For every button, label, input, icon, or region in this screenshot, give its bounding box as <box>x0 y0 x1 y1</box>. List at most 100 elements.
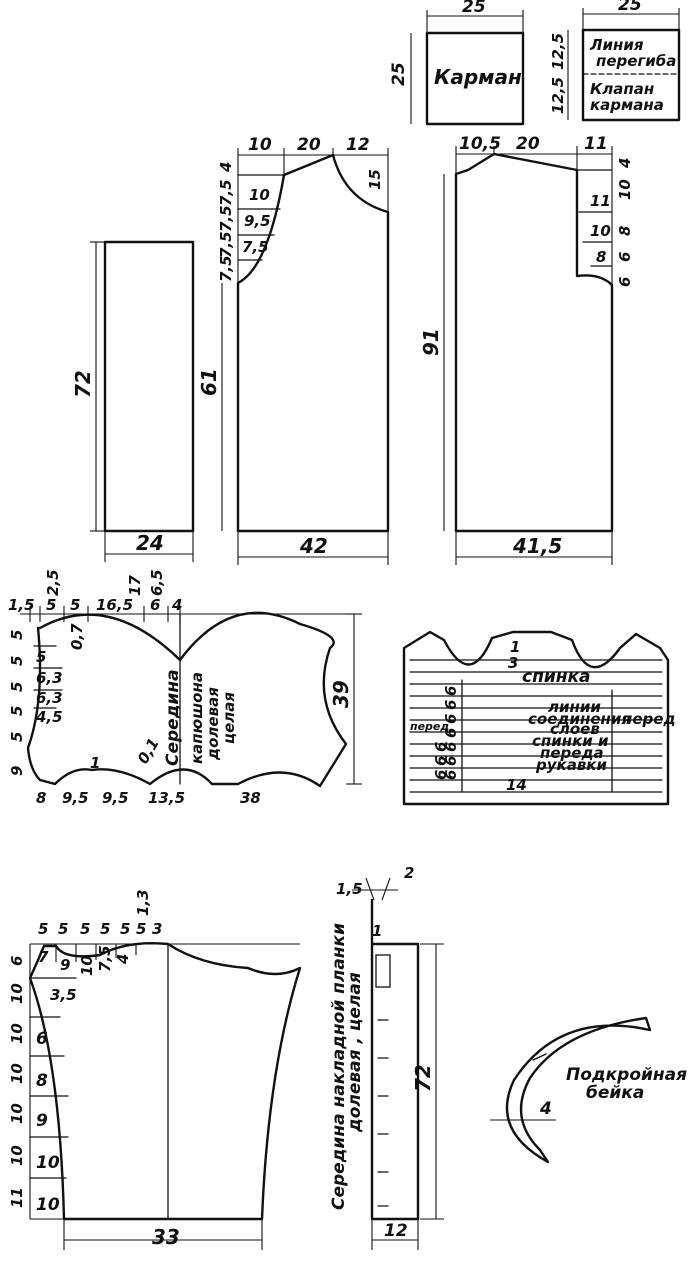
strip-height: 72 <box>71 370 95 398</box>
back-height: 61 <box>197 368 221 396</box>
back-10: 10 <box>249 186 270 204</box>
hood-height: 39 <box>329 680 353 708</box>
layout-col-8: 6 <box>432 756 450 766</box>
front-r4: 4 <box>616 158 634 169</box>
sleeve-width: 33 <box>152 1225 180 1249</box>
hood-16-5: 16,5 <box>96 596 133 614</box>
facing-label-2: бейка <box>586 1083 644 1103</box>
placket-label-1: Середина накладной планки <box>329 923 349 1210</box>
front-r6a: 6 <box>616 252 634 262</box>
layout-col-1: 6 <box>442 700 460 710</box>
layout-join-1: линии <box>548 698 601 716</box>
hood-in-6-3-b: 6,3 <box>36 689 63 707</box>
hood-center-label-3: долевая <box>204 687 222 761</box>
facing-piece: Подкройная бейка 4 <box>490 1016 687 1164</box>
placket-piece: 1,5 2 1 72 12 Середина накладной планки … <box>329 864 444 1250</box>
hood-bottom-9-5-a: 9,5 <box>62 789 89 807</box>
hood-left-4: 5 <box>8 706 26 716</box>
hood-piece: Середина капюшона долевая целая 1,5 5 5 … <box>8 569 362 807</box>
sl-top-2: 5 <box>80 920 90 938</box>
placket-label-2: долевая , целая <box>345 972 365 1133</box>
hood-0-1: 0,1 <box>134 735 163 767</box>
sl-cell-2: 9 <box>36 1111 48 1131</box>
flap-label-2: кармана <box>590 96 664 114</box>
sl-3-5: 3,5 <box>50 986 77 1004</box>
sl-top-4: 5 <box>120 920 130 938</box>
layout-outline <box>402 630 670 806</box>
layout-col-2: 6 <box>442 714 460 724</box>
hood-0-7: 0,7 <box>68 623 86 650</box>
sleeve-outline <box>28 941 302 1221</box>
sl-in-0: 7 <box>38 948 49 966</box>
sl-left-3: 10 <box>8 1063 26 1084</box>
layout-join-2: соединения <box>528 710 631 728</box>
hood-2-5: 2,5 <box>44 569 62 596</box>
hood-5-a: 5 <box>46 596 56 614</box>
sleeve-top-dims: 5 5 5 5 5 5 3 1,3 <box>38 889 162 962</box>
hood-left-5: 5 <box>8 732 26 742</box>
sl-in-1: 9 <box>60 956 70 974</box>
back-width: 42 <box>299 534 328 558</box>
flap-label-1: Клапан <box>590 80 654 98</box>
sleeve-piece: 5 5 5 5 5 5 3 1,3 7 9 10 7,5 4 6 10 10 1… <box>8 889 302 1250</box>
sl-left-0: 6 <box>8 956 26 966</box>
back-7-5-d: 7,5 <box>217 255 235 282</box>
sl-cell-1: 8 <box>36 1071 48 1091</box>
back-top-mid: 20 <box>297 135 321 155</box>
flap-width: 25 <box>618 0 642 15</box>
layout-column-6s: 6 6 6 6 6 6 6 6 6 6 <box>432 686 460 780</box>
hood-in-6-3-a: 6,3 <box>36 669 63 687</box>
sl-top-6: 3 <box>152 920 162 938</box>
hood-bottom-9-5-b: 9,5 <box>102 789 129 807</box>
sl-in-3: 7,5 <box>96 945 114 972</box>
layout-front-small: перед <box>410 720 449 733</box>
placket-width: 12 <box>384 1221 408 1241</box>
layout-col-7: 6 <box>432 770 450 780</box>
hood-bottom-8: 8 <box>36 789 46 807</box>
front-r8: 8 <box>616 226 634 236</box>
front-outline <box>454 152 614 533</box>
back-7-5-b: 7,5 <box>217 205 235 232</box>
back-7-5: 7,5 <box>242 238 269 256</box>
sl-cell-0: 6 <box>36 1029 48 1049</box>
front-top-mid: 20 <box>516 134 540 154</box>
fold-line-label-1: Линия <box>589 36 644 54</box>
sleeve-cell-dims: 6 8 9 10 10 <box>36 1029 60 1215</box>
pocket-label: Карман <box>434 65 522 89</box>
hood-left-6: 9 <box>8 766 26 776</box>
pocket-piece: Карман 25 25 <box>389 0 525 126</box>
placket-2: 2 <box>404 864 414 882</box>
sl-in-2: 10 <box>78 955 96 976</box>
layout-front-label: перед <box>622 710 676 728</box>
facing-width: 4 <box>539 1099 552 1119</box>
back-top-left: 10 <box>248 135 272 155</box>
back-4: 4 <box>217 162 235 173</box>
strip-outline <box>103 240 195 533</box>
sl-top-3: 5 <box>100 920 110 938</box>
layout-join-6: рукавки <box>535 756 607 774</box>
hood-center-label-2: капюшона <box>188 672 206 764</box>
sl-cell-4: 10 <box>36 1195 60 1215</box>
front-piece: 10,5 20 11 11 10 8 4 10 8 6 6 91 41,5 <box>419 134 634 565</box>
front-10: 10 <box>590 222 611 240</box>
layout-col-4: 6 <box>442 742 460 752</box>
fold-line-label-2: перегиба <box>596 52 676 70</box>
facing-seam <box>532 1053 547 1061</box>
front-top-left: 10,5 <box>459 134 501 154</box>
sl-left-4: 10 <box>8 1103 26 1124</box>
hood-center-label-4: целая <box>220 692 238 744</box>
front-height: 91 <box>419 328 443 356</box>
layout-col-9: 6 <box>432 742 450 752</box>
hood-5-b: 5 <box>70 596 80 614</box>
placket-1-5: 1,5 <box>336 880 363 898</box>
back-9-5: 9,5 <box>244 212 271 230</box>
placket-outline <box>370 942 420 1221</box>
layout-join-3: слоев <box>550 720 600 738</box>
hood-bottom-13-5: 13,5 <box>148 789 185 807</box>
hood-bottom-38: 38 <box>240 789 261 807</box>
hood-left-1: 5 <box>8 630 26 640</box>
layout-col-0: 6 <box>442 686 460 696</box>
facing-label-1: Подкройная <box>566 1065 687 1085</box>
layout-back-label: спинка <box>522 667 591 687</box>
